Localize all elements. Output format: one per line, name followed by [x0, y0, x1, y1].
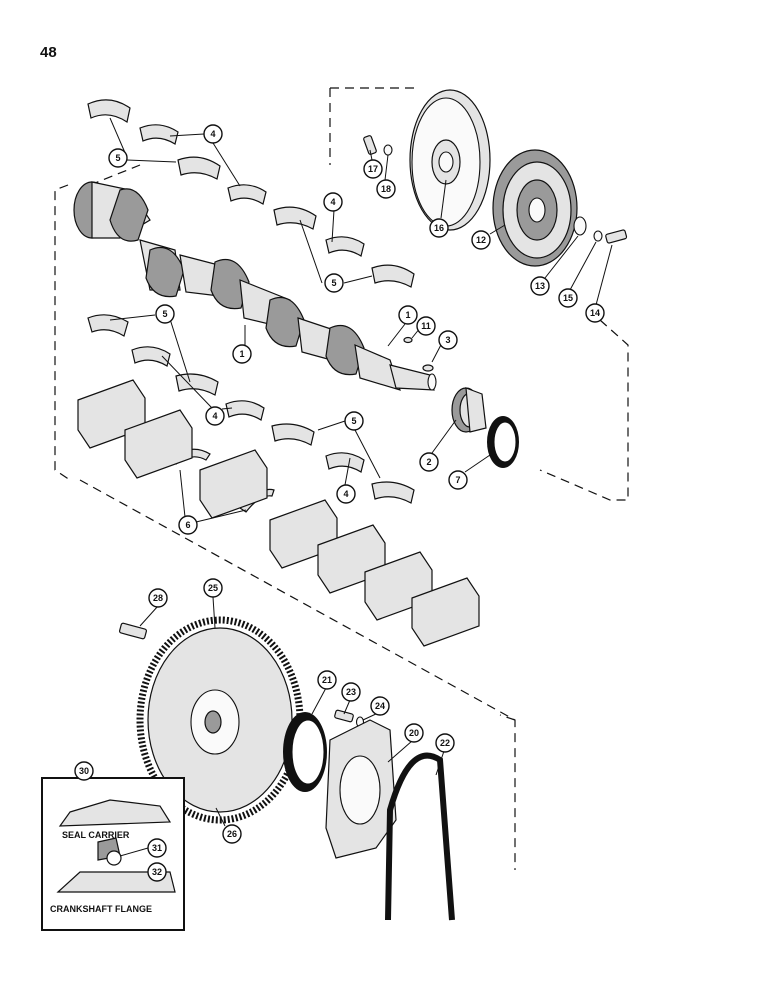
svg-text:16: 16: [434, 223, 444, 233]
key-part-11: [403, 336, 413, 344]
svg-text:1: 1: [239, 349, 244, 359]
callout-6: 6: [178, 515, 198, 535]
svg-text:22: 22: [440, 738, 450, 748]
callout-11: 11: [416, 316, 436, 336]
svg-text:1: 1: [405, 310, 410, 320]
bolt-part-14: [605, 229, 628, 244]
callout-18: 18: [376, 179, 396, 199]
seal-carrier: [325, 719, 397, 859]
svg-text:11: 11: [421, 321, 431, 331]
callout-5d: 5: [344, 411, 364, 431]
callout-4c: 4: [205, 406, 225, 426]
rear-oil-seal: [283, 712, 327, 792]
bearing-shells-upper: [87, 99, 415, 288]
callout-31: 31: [147, 838, 167, 858]
callout-16: 16: [429, 218, 449, 238]
svg-text:30: 30: [79, 766, 89, 776]
callout-14: 14: [585, 303, 605, 323]
callout-17: 17: [363, 159, 383, 179]
callout-4a: 4: [203, 124, 223, 144]
bearing-shells-lower: [87, 314, 415, 504]
crankshaft-group-outline: [54, 164, 629, 501]
callout-25: 25: [203, 578, 223, 598]
washer-part-13: [573, 216, 587, 236]
callout-22: 22: [435, 733, 455, 753]
callout-32: 32: [147, 862, 167, 882]
svg-text:15: 15: [563, 293, 573, 303]
svg-text:5: 5: [351, 416, 356, 426]
front-oil-seal: [487, 416, 519, 468]
svg-text:20: 20: [409, 728, 419, 738]
callout-5c: 5: [155, 304, 175, 324]
svg-text:4: 4: [343, 489, 348, 499]
crankshaft: [73, 181, 437, 391]
callout-21: 21: [317, 670, 337, 690]
page-number: 48: [40, 44, 57, 61]
svg-text:25: 25: [208, 583, 218, 593]
callout-26: 26: [222, 824, 242, 844]
callout-5b: 5: [324, 273, 344, 293]
svg-text:21: 21: [322, 675, 332, 685]
inset-label-seal-carrier: SEAL CARRIER: [62, 830, 130, 840]
svg-text:4: 4: [330, 197, 335, 207]
svg-text:31: 31: [152, 843, 162, 853]
svg-text:17: 17: [368, 164, 378, 174]
callout-1a: 1: [232, 344, 252, 364]
svg-text:4: 4: [210, 129, 215, 139]
main-bearing-caps: [77, 379, 480, 647]
rear-gasket: [385, 752, 455, 921]
callout-5a: 5: [108, 148, 128, 168]
callout-4d: 4: [336, 484, 356, 504]
svg-text:24: 24: [375, 701, 385, 711]
callout-3: 3: [438, 330, 458, 350]
lockwasher-part-18: [383, 144, 393, 156]
svg-text:13: 13: [535, 281, 545, 291]
vibration-damper: [492, 149, 578, 267]
svg-text:18: 18: [381, 184, 391, 194]
svg-text:2: 2: [426, 457, 431, 467]
bolt-part-23: [334, 709, 354, 723]
svg-text:12: 12: [476, 235, 486, 245]
callout-28: 28: [148, 588, 168, 608]
leader-lines: [109, 117, 613, 873]
callout-30: 30: [74, 761, 94, 781]
bolt-part-28: [118, 622, 148, 640]
callout-24: 24: [370, 696, 390, 716]
crankshaft-gear: [451, 387, 487, 433]
flywheel-group-outline: [79, 479, 516, 870]
key-part-3: [422, 364, 434, 372]
svg-text:5: 5: [331, 278, 336, 288]
svg-text:5: 5: [162, 309, 167, 319]
callout-20: 20: [404, 723, 424, 743]
callout-15: 15: [558, 288, 578, 308]
pulley-group-outline: [329, 87, 420, 165]
callout-12: 12: [471, 230, 491, 250]
pulley: [409, 89, 491, 231]
svg-text:6: 6: [185, 520, 190, 530]
inset-label-crankshaft-flange: CRANKSHAFT FLANGE: [50, 904, 152, 914]
callout-2: 2: [419, 452, 439, 472]
svg-text:3: 3: [445, 335, 450, 345]
callout-7: 7: [448, 470, 468, 490]
callout-4b: 4: [323, 192, 343, 212]
lockwasher-part-15: [593, 230, 603, 242]
svg-text:5: 5: [115, 153, 120, 163]
svg-text:14: 14: [590, 308, 600, 318]
svg-text:4: 4: [212, 411, 217, 421]
svg-text:28: 28: [153, 593, 163, 603]
flywheel: [136, 616, 304, 824]
svg-text:26: 26: [227, 829, 237, 839]
bolt-part-17: [363, 135, 377, 155]
callout-13: 13: [530, 276, 550, 296]
callout-23: 23: [341, 682, 361, 702]
svg-text:7: 7: [455, 475, 460, 485]
callout-1b: 1: [398, 305, 418, 325]
svg-text:32: 32: [152, 867, 162, 877]
inset-detail-box: SEAL CARRIER CRANKSHAFT FLANGE: [41, 777, 185, 931]
svg-text:23: 23: [346, 687, 356, 697]
